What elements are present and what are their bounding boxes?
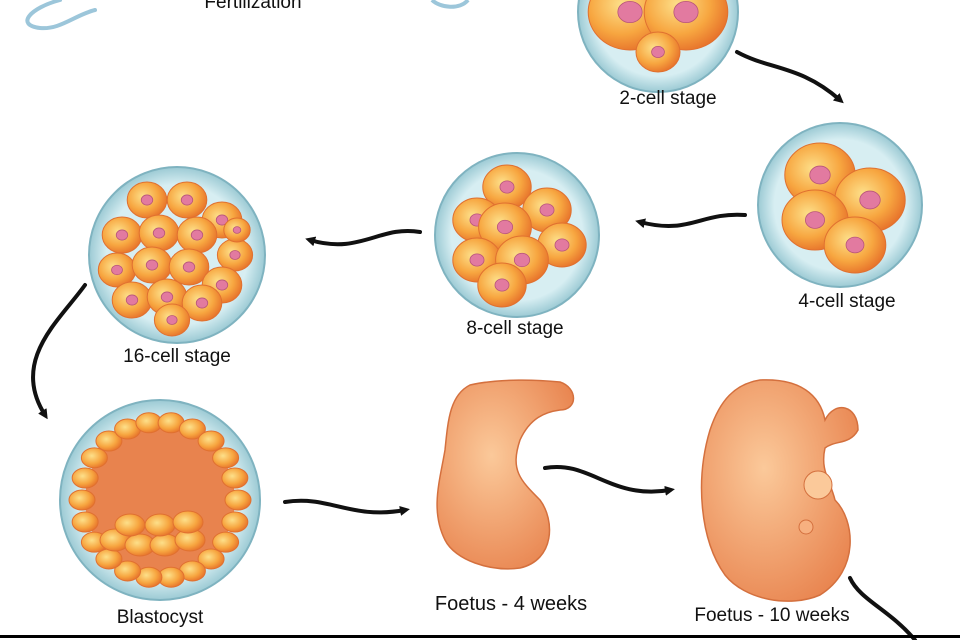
blastocyst-cell <box>95 548 123 570</box>
eight-cell-nucleus <box>469 253 485 267</box>
arrow-foetus10-next <box>848 576 917 640</box>
fertilization-label: Fertilization <box>204 0 302 13</box>
foetus-10-weeks-illustration <box>700 379 859 602</box>
four-cell-nucleus <box>805 211 826 229</box>
inner-cell-mass-cell <box>114 513 146 537</box>
eight-cell-nucleus <box>513 252 531 268</box>
sperm-icon <box>430 0 470 9</box>
stage-label-2-cell: 2-cell stage <box>619 88 717 109</box>
sixteen-cell-nucleus <box>145 259 159 271</box>
sixteen-cell-nucleus <box>166 315 178 325</box>
stage-label-4-cell: 4-cell stage <box>798 291 896 312</box>
sixteen-cell-nucleus <box>190 229 204 241</box>
sixteen-cell-nucleus <box>182 261 196 273</box>
sixteen-cell-nucleus <box>115 229 129 241</box>
sixteen-cell-nucleus <box>140 194 154 206</box>
sixteen-cell-nucleus <box>160 291 174 303</box>
arrow-foetus4-to-foetus10 <box>543 464 675 496</box>
sixteen-cell-nucleus <box>195 297 209 309</box>
sperm-icon <box>25 0 97 31</box>
blastocyst-cell <box>221 467 249 489</box>
sixteen-cell-nucleus <box>215 214 229 226</box>
blastocyst-cell <box>212 531 240 553</box>
eight-cell-nucleus <box>554 238 570 252</box>
four-cell-nucleus <box>859 190 881 210</box>
blastocyst-cell <box>114 560 142 582</box>
arrow-4cell-to-8cell <box>635 212 747 229</box>
four-cell-nucleus <box>809 165 831 185</box>
stage-label-16-cell: 16-cell stage <box>123 346 231 367</box>
inner-cell-mass-cell <box>144 513 176 537</box>
two-cell-nucleus <box>673 0 699 24</box>
stage-label-blastocyst: Blastocyst <box>116 607 204 628</box>
blastocyst-cell <box>197 548 225 570</box>
blastocyst-cell <box>95 430 123 452</box>
stage-label-foetus-4-weeks: Foetus - 4 weeks <box>434 593 588 615</box>
four-cell-nucleus <box>845 236 865 254</box>
blastocyst-cell <box>221 511 249 533</box>
blastocyst-cell <box>80 447 108 469</box>
blastocyst-cell <box>178 418 206 440</box>
blastocyst-cell <box>68 489 96 511</box>
blastocyst-cell <box>197 430 225 452</box>
eight-cell-nucleus <box>494 278 510 292</box>
sixteen-cell-nucleus <box>180 194 194 206</box>
two-cell-nucleus <box>617 0 643 24</box>
blastocyst-cell <box>224 489 252 511</box>
foetus-umbilical <box>798 519 814 535</box>
two-cell-nucleus <box>651 46 665 59</box>
sixteen-cell-nucleus <box>125 294 139 306</box>
sixteen-cell-nucleus <box>232 226 242 234</box>
bottom-border <box>0 635 960 638</box>
sixteen-cell-nucleus <box>229 250 241 260</box>
blastocyst-cell <box>212 447 240 469</box>
arrow-8cell-to-16cell <box>305 228 422 247</box>
stage-label-8-cell: 8-cell stage <box>466 318 564 339</box>
eight-cell-nucleus <box>499 180 515 194</box>
stage-label-foetus-10-weeks: Foetus - 10 weeks <box>694 605 850 626</box>
blastocyst-cell <box>71 467 99 489</box>
arrow-blastocyst-to-foetus4 <box>283 498 410 516</box>
foetus-4-weeks-illustration <box>436 379 575 570</box>
blastocyst-cell <box>71 511 99 533</box>
foetus-hand <box>803 470 833 500</box>
sixteen-cell-nucleus <box>215 279 229 291</box>
eight-cell-nucleus <box>539 203 555 217</box>
eight-cell-nucleus <box>496 219 514 235</box>
arrow-16cell-to-blastocyst <box>31 283 87 420</box>
arrow-2cell-to-4cell <box>735 50 844 104</box>
sixteen-cell-nucleus <box>111 264 123 276</box>
sixteen-cell-nucleus <box>152 227 166 239</box>
inner-cell-mass-cell <box>172 510 204 534</box>
